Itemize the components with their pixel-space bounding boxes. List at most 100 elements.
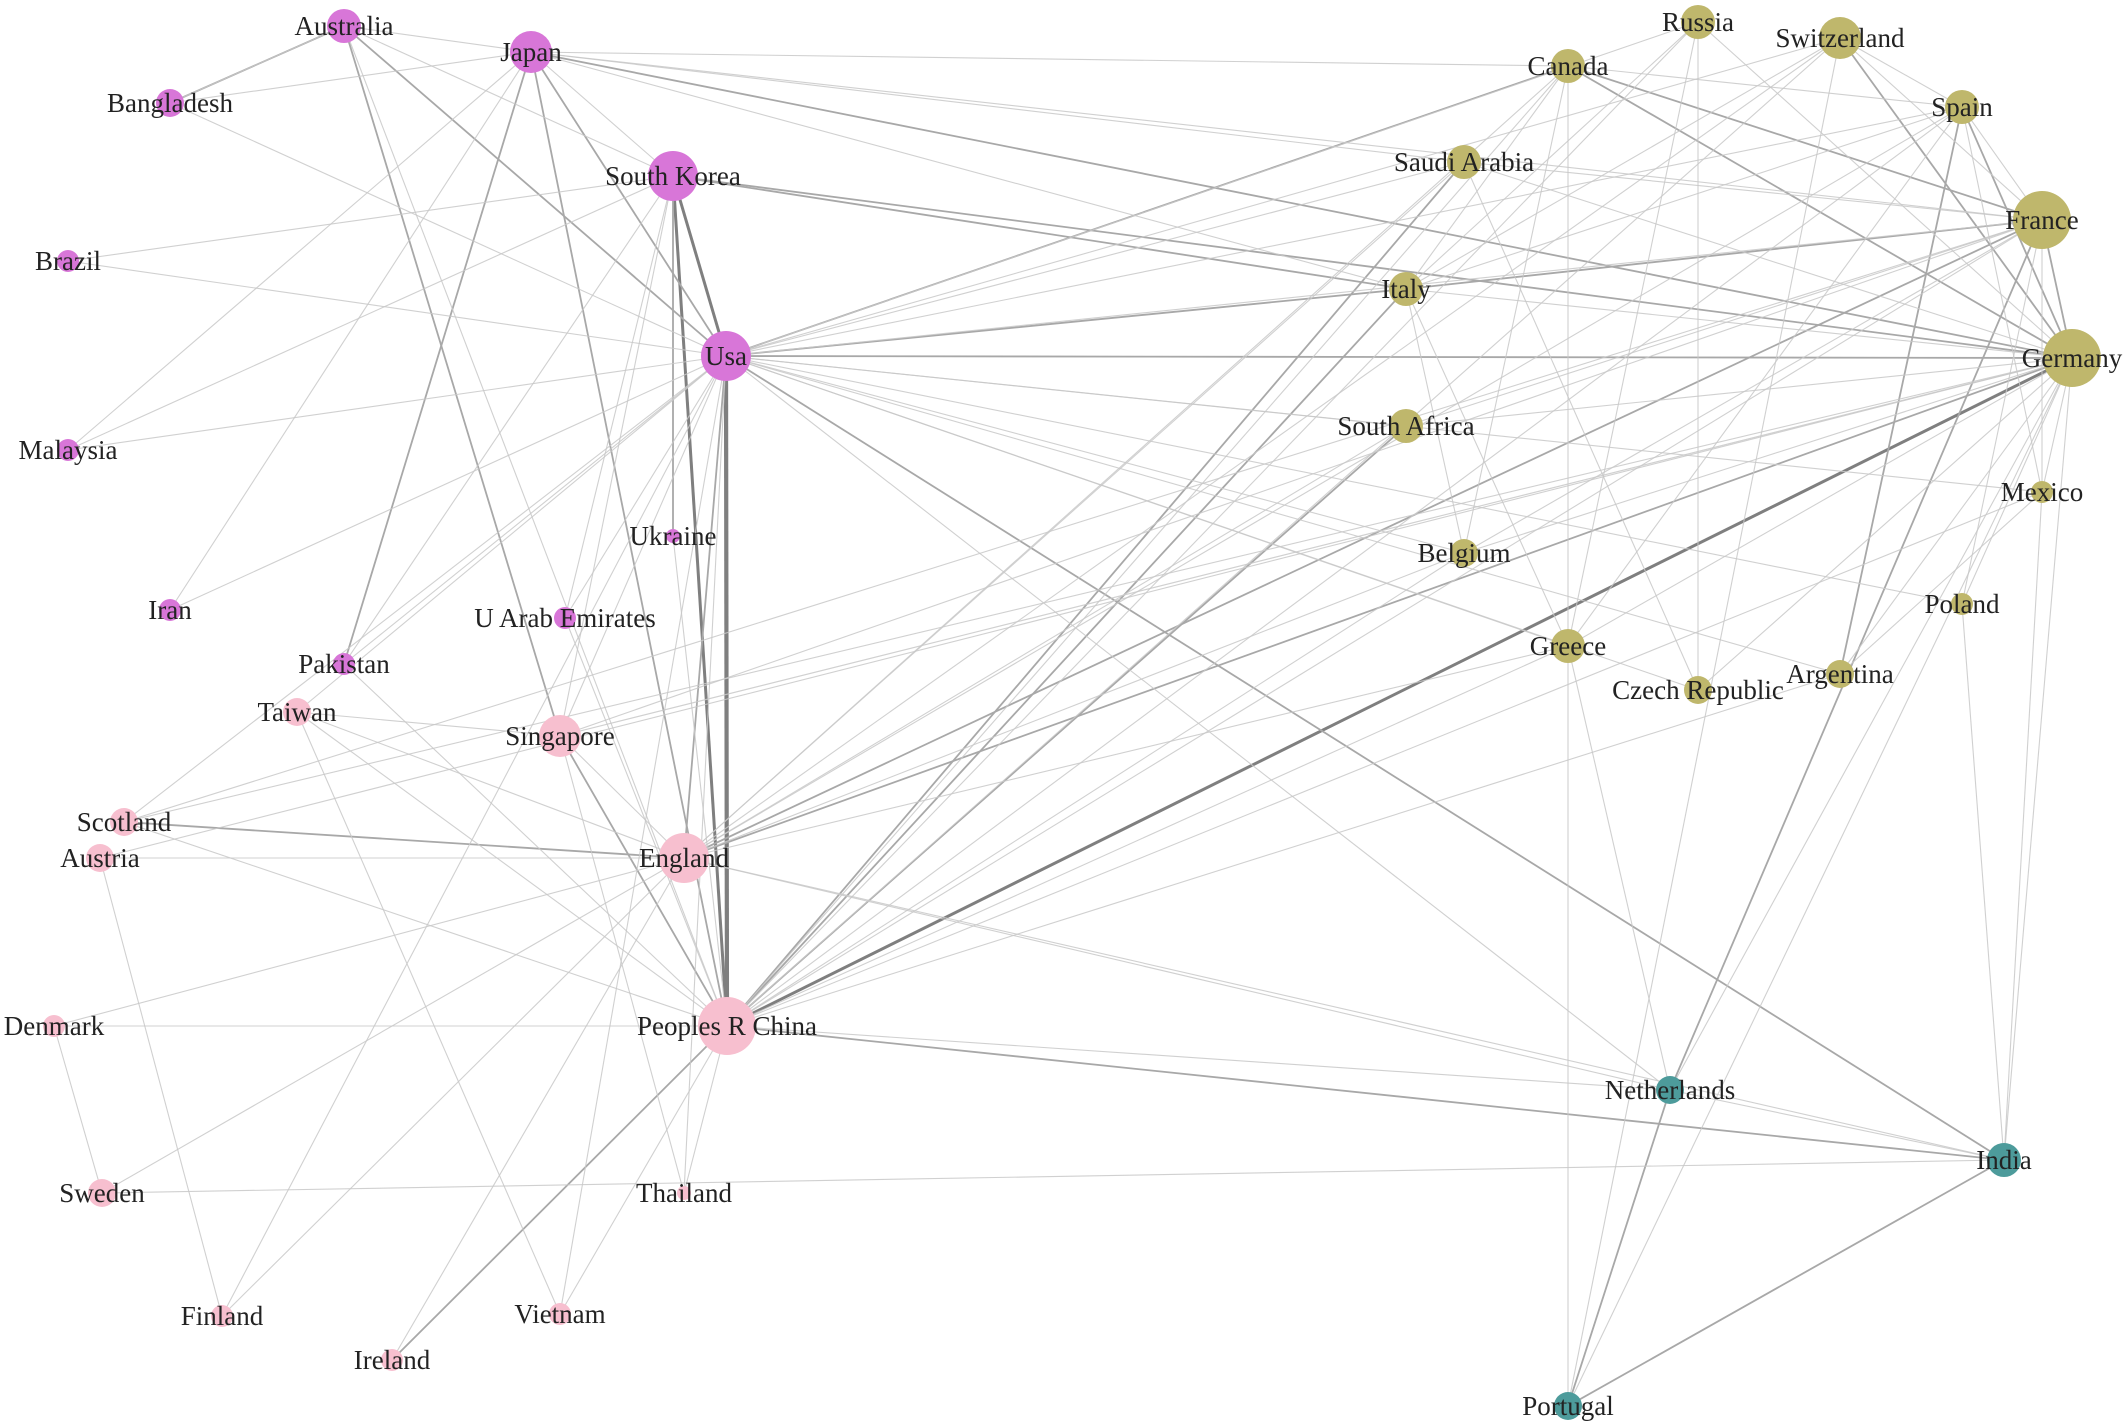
edge-germany-netherlands <box>1669 357 2073 1091</box>
edge-germany-argentina <box>1839 357 2073 675</box>
node-scotland[interactable] <box>110 808 138 836</box>
node-russia[interactable] <box>1681 5 1715 39</box>
edge-singapore-germany <box>559 357 2073 737</box>
node-poland[interactable] <box>1951 593 1973 615</box>
edge-scotland-england <box>123 821 685 859</box>
node-label-japan: Japan <box>500 37 562 67</box>
edge-australia-singapore <box>343 25 561 737</box>
node-label-usa: Usa <box>705 341 747 371</box>
node-denmark[interactable] <box>43 1015 65 1037</box>
node-south_korea[interactable] <box>648 151 698 201</box>
node-italy[interactable] <box>1389 272 1423 306</box>
node-label-portugal: Portugal <box>1522 1391 1614 1421</box>
node-uae[interactable] <box>554 607 576 629</box>
node-portugal[interactable] <box>1554 1392 1582 1420</box>
edge-russia-greece <box>1567 21 1699 647</box>
node-label-greece: Greece <box>1530 631 1606 661</box>
node-south_africa[interactable] <box>1389 409 1423 443</box>
node-france[interactable] <box>2013 191 2071 249</box>
node-thailand[interactable] <box>677 1186 691 1200</box>
node-greece[interactable] <box>1551 629 1585 663</box>
edge-england-france <box>683 219 2043 859</box>
node-vietnam[interactable] <box>549 1303 571 1325</box>
node-saudi_arabia[interactable] <box>1447 145 1481 179</box>
node-label-czech: Czech Republic <box>1612 675 1784 705</box>
node-switzerland[interactable] <box>1819 17 1861 59</box>
node-sweden[interactable] <box>88 1179 116 1207</box>
node-ukraine[interactable] <box>666 529 680 543</box>
edge-saudi_arabia-germany <box>1463 161 2073 359</box>
node-bangladesh[interactable] <box>156 89 184 117</box>
edge-japan-france <box>530 51 2043 221</box>
node-label-south_africa: South Africa <box>1337 411 1474 441</box>
edge-usa-argentina <box>725 355 1841 675</box>
node-netherlands[interactable] <box>1656 1076 1684 1104</box>
node-austria[interactable] <box>86 844 114 872</box>
edge-bangladesh-usa <box>169 102 727 357</box>
edge-germany-portugal <box>1567 357 2073 1407</box>
node-label-brazil: Brazil <box>35 246 101 276</box>
node-belgium[interactable] <box>1450 539 1478 567</box>
edge-usa-russia <box>725 21 1699 357</box>
node-label-belgium: Belgium <box>1418 538 1511 568</box>
edge-pakistan-usa <box>343 355 727 665</box>
node-pakistan[interactable] <box>333 653 355 675</box>
node-label-thailand: Thailand <box>636 1178 732 1208</box>
node-spain[interactable] <box>1945 90 1979 124</box>
node-finland[interactable] <box>211 1305 233 1327</box>
node-label-sweden: Sweden <box>59 1178 145 1208</box>
edge-scotland-germany <box>123 357 2073 823</box>
node-malaysia[interactable] <box>57 439 79 461</box>
edge-south_africa-france <box>1405 219 2043 427</box>
node-label-switzerland: Switzerland <box>1776 23 1905 53</box>
node-ireland[interactable] <box>381 1349 403 1371</box>
edge-usa-netherlands <box>725 355 1671 1091</box>
edge-ukraine-china <box>672 535 728 1027</box>
node-argentina[interactable] <box>1826 660 1854 688</box>
node-label-malaysia: Malaysia <box>19 435 118 465</box>
edge-italy-russia <box>1405 21 1699 290</box>
edge-england-usa <box>683 355 727 859</box>
edge-mexico-india <box>2003 491 2043 1161</box>
edge-scotland-usa <box>123 355 727 823</box>
node-iran[interactable] <box>159 599 181 621</box>
node-label-italy: Italy <box>1381 274 1431 304</box>
edge-switzerland-france <box>1839 37 2043 221</box>
node-china[interactable] <box>698 997 756 1055</box>
node-label-iran: Iran <box>148 595 192 625</box>
node-mexico[interactable] <box>2031 481 2053 503</box>
edge-england-india <box>683 857 2005 1161</box>
edge-germany-china <box>726 356 2073 1028</box>
edge-china-netherlands <box>726 1025 1671 1091</box>
edge-uae-usa <box>564 355 727 619</box>
node-canada[interactable] <box>1551 49 1585 83</box>
edge-china-spain <box>726 106 1963 1027</box>
edge-japan-usa <box>530 51 727 357</box>
edge-australia-usa <box>343 25 727 357</box>
edge-taiwan-england <box>296 711 685 859</box>
node-india[interactable] <box>1987 1143 2021 1177</box>
node-taiwan[interactable] <box>283 698 311 726</box>
edge-finland-usa <box>221 355 727 1317</box>
edge-iran-usa <box>169 355 727 611</box>
edge-germany-belgium <box>1463 357 2073 554</box>
edge-china-france <box>726 219 2043 1027</box>
node-label-germany: Germany <box>2022 343 2123 373</box>
node-germany[interactable] <box>2043 329 2101 387</box>
node-england[interactable] <box>659 833 709 883</box>
edge-usa-france <box>725 219 2043 357</box>
edge-usa-china <box>723 355 730 1027</box>
edge-usa-germany <box>725 355 2073 359</box>
node-japan[interactable] <box>510 31 552 73</box>
edge-south_korea-germany <box>672 175 2073 359</box>
node-brazil[interactable] <box>57 250 79 272</box>
node-label-poland: Poland <box>1924 589 2000 619</box>
node-singapore[interactable] <box>539 715 581 757</box>
edge-south_africa-germany <box>1405 357 2073 427</box>
node-usa[interactable] <box>701 331 751 381</box>
node-czech[interactable] <box>1684 676 1712 704</box>
edge-china-canada <box>726 65 1569 1027</box>
node-label-austria: Austria <box>60 843 140 873</box>
node-label-spain: Spain <box>1931 92 1993 122</box>
node-australia[interactable] <box>327 9 361 43</box>
